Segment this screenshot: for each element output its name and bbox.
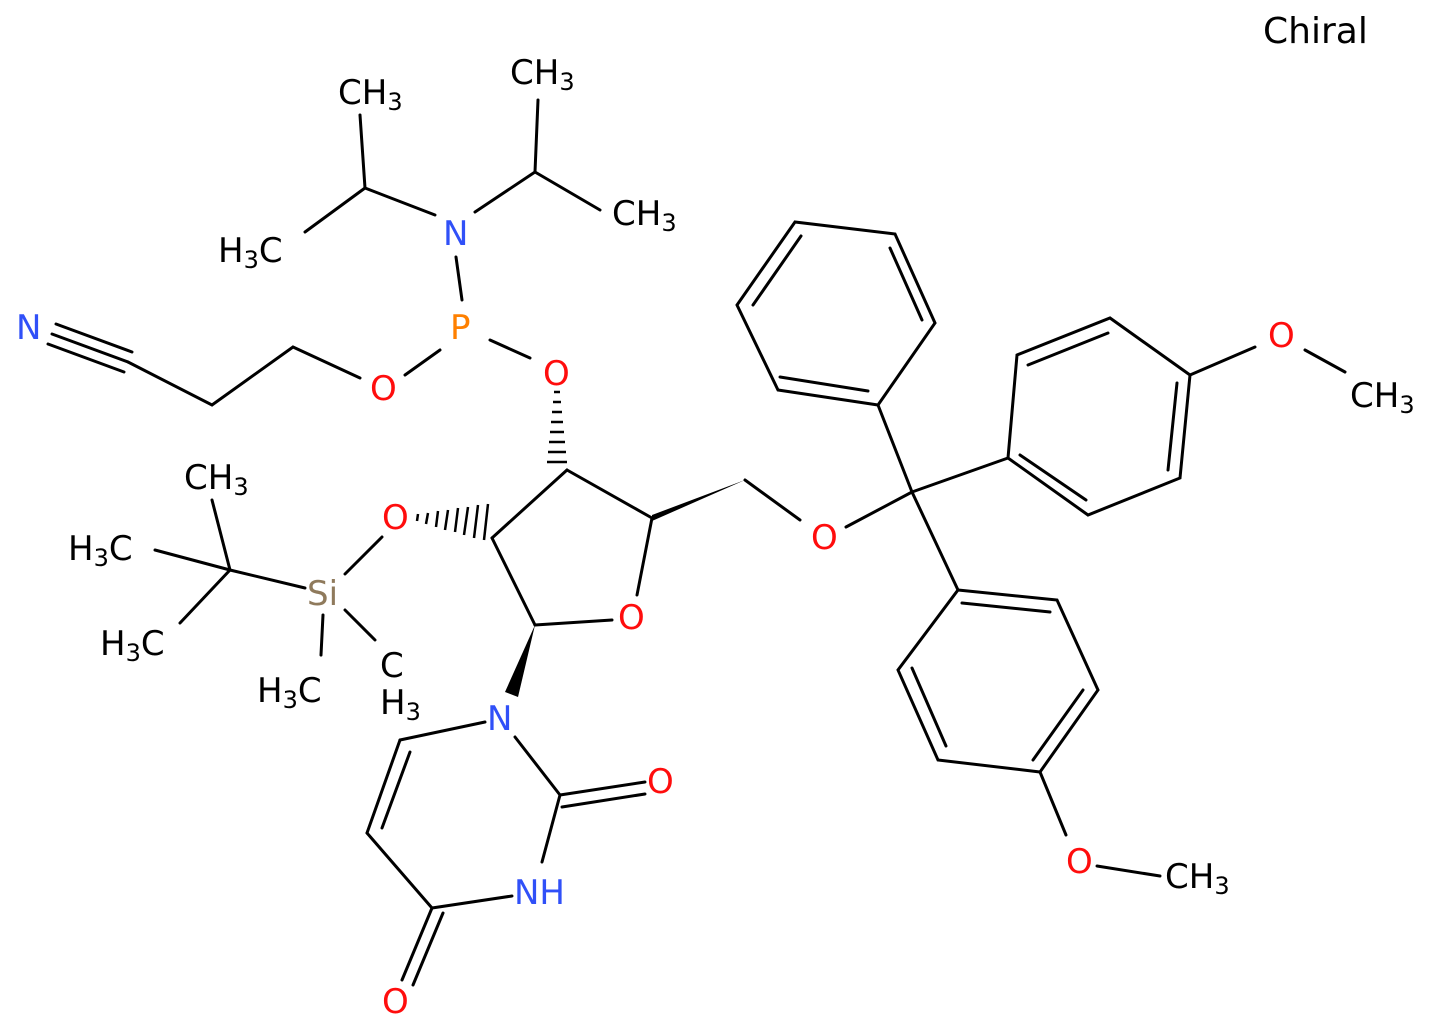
carbonyl-oxygen-c2: O — [647, 762, 674, 802]
methyl-label: H3 — [380, 683, 421, 726]
amine-nitrogen: N — [443, 214, 468, 254]
oxygen-3prime: O — [543, 354, 570, 394]
wedge-c4-c5 — [652, 480, 745, 521]
methyl-label: H3C — [68, 529, 133, 572]
bonds — [46, 98, 1347, 987]
methyl-label: CH3 — [1350, 376, 1415, 419]
methyl-label: CH3 — [1165, 857, 1230, 900]
methyl-label: C — [380, 646, 404, 686]
uracil-n1: N — [487, 699, 512, 739]
uracil-nh: NH — [514, 873, 565, 913]
ring-oxygen: O — [618, 598, 645, 638]
oxygen-5prime: O — [811, 518, 838, 558]
methoxy-oxygen: O — [1066, 842, 1093, 882]
stereo-wedges — [415, 390, 745, 697]
methyl-label: H3C — [257, 671, 322, 714]
chiral-label: Chiral — [1263, 11, 1368, 52]
nitrile-nitrogen: N — [16, 308, 41, 348]
atom-labels: Chiral CH3 CH3 CH3 H3C N P N O O CH3 H3C… — [16, 11, 1415, 1022]
methyl-label: CH3 — [184, 458, 249, 501]
oxygen-cyanoethyl: O — [370, 369, 397, 409]
carbonyl-oxygen-c4: O — [382, 982, 409, 1022]
hash-c3-o3 — [547, 390, 567, 464]
methoxy-oxygen: O — [1268, 316, 1295, 356]
wedge-c1-n1 — [505, 625, 535, 697]
methyl-label: CH3 — [510, 53, 575, 96]
hash-c2-o2 — [415, 503, 490, 541]
phosphorus: P — [450, 308, 471, 348]
methyl-label: H3C — [218, 231, 283, 274]
methyl-label: CH3 — [338, 73, 403, 116]
oxygen-2prime: O — [382, 498, 409, 538]
methyl-label: CH3 — [612, 194, 677, 237]
silicon: Si — [307, 574, 338, 614]
methyl-label: H3C — [100, 624, 165, 667]
